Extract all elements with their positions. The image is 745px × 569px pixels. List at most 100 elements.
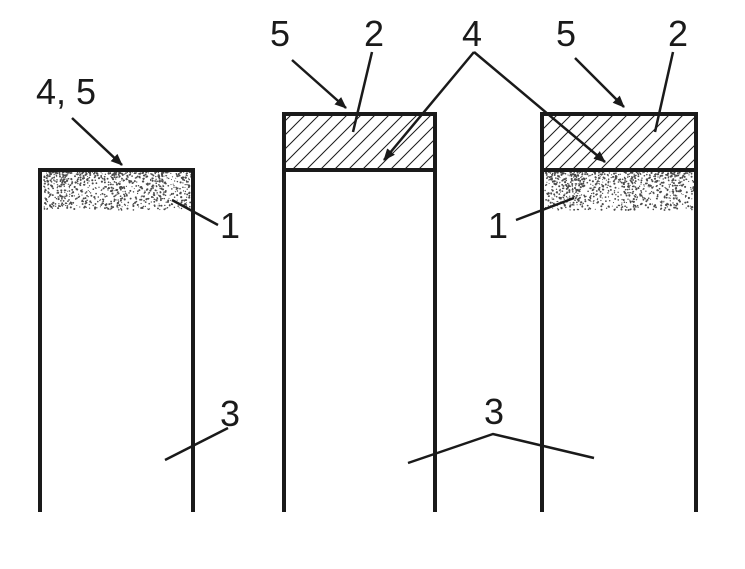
stipple-dot: [47, 175, 49, 177]
stipple-dot: [59, 205, 62, 208]
stipple-dot: [159, 188, 161, 190]
stipple-dot: [148, 191, 151, 194]
stipple-dot: [682, 193, 684, 196]
stipple-dot: [70, 203, 73, 206]
stipple-dot: [142, 180, 145, 183]
stipple-dot: [672, 192, 674, 194]
stipple-dot: [47, 191, 50, 194]
stipple-dot: [176, 187, 179, 190]
stipple-dot: [56, 178, 58, 181]
stipple-dot: [157, 198, 159, 200]
stipple-dot: [158, 184, 160, 186]
stipple-dot: [553, 193, 556, 196]
stipple-dot: [114, 194, 117, 197]
stipple-dot: [181, 199, 183, 202]
stipple-dot: [579, 183, 582, 185]
right-five-arrow: [574, 57, 625, 108]
stipple-dot: [157, 205, 159, 207]
stipple-dot: [188, 192, 190, 195]
stipple-dot: [173, 196, 176, 198]
stipple-dot: [561, 179, 563, 182]
stipple-dot: [592, 200, 594, 203]
stipple-dot: [569, 202, 571, 204]
stipple-dot: [100, 175, 103, 177]
stipple-dot: [100, 180, 103, 183]
stipple-dot: [100, 194, 102, 196]
stipple-dot: [44, 202, 47, 205]
stipple-dot: [590, 183, 592, 185]
middle-column: [282, 112, 437, 512]
stipple-dot: [141, 206, 143, 208]
stipple-dot: [113, 174, 116, 177]
stipple-dot: [53, 174, 55, 176]
stipple-dot: [77, 196, 79, 198]
stipple-dot: [678, 190, 682, 193]
left-column: [38, 168, 195, 512]
stipple-dot: [68, 185, 71, 188]
stipple-dot: [549, 172, 552, 174]
stipple-dot: [625, 188, 627, 191]
stipple-dot: [59, 178, 61, 181]
stipple-dot: [188, 178, 191, 181]
stipple-dot: [48, 196, 50, 198]
stipple-dot: [67, 200, 69, 203]
stipple-dot: [52, 187, 55, 190]
stipple-dot: [97, 196, 100, 198]
stipple-dot: [66, 206, 69, 209]
stipple-dot: [614, 178, 617, 180]
stipple-dot: [126, 207, 129, 210]
stipple-dot: [63, 185, 65, 187]
stipple-dot: [560, 190, 562, 192]
stipple-dot: [60, 189, 63, 192]
stipple-dot: [100, 189, 102, 192]
stipple-dot: [138, 206, 140, 208]
stipple-dot: [142, 195, 145, 198]
middle-column-outline: [282, 112, 437, 512]
stipple-dot: [61, 181, 64, 184]
stipple-dot: [165, 201, 167, 203]
stipple-dot: [60, 179, 63, 181]
stipple-dot: [176, 175, 179, 178]
stipple-dot: [632, 185, 635, 188]
stipple-dot: [161, 197, 164, 200]
stipple-dot: [164, 194, 167, 197]
stipple-dot: [630, 192, 632, 193]
stipple-dot: [186, 196, 188, 198]
stipple-dot: [51, 203, 54, 206]
stipple-dot: [111, 174, 114, 176]
stipple-dot: [113, 172, 116, 175]
stipple-dot: [565, 177, 567, 180]
stipple-dot: [683, 172, 686, 175]
stipple-dot: [188, 196, 191, 199]
stipple-dot: [621, 185, 624, 188]
stipple-dot: [43, 206, 45, 208]
stipple-dot: [116, 204, 119, 207]
stipple-dot: [669, 195, 671, 197]
stipple-dot: [674, 197, 676, 199]
stipple-dot: [564, 181, 567, 184]
stipple-dot: [163, 197, 166, 200]
stipple-dot: [61, 205, 64, 207]
stipple-dot: [99, 200, 101, 202]
stipple-dot: [127, 201, 130, 204]
stipple-dot: [613, 182, 616, 185]
stipple-dot: [592, 187, 594, 189]
stipple-dot: [86, 176, 88, 177]
stipple-dot: [557, 208, 560, 211]
stipple-dot: [156, 191, 158, 194]
stipple-dot: [620, 194, 622, 196]
stipple-dot: [595, 193, 598, 196]
stipple-dot: [627, 209, 630, 211]
stipple-dot: [51, 186, 53, 188]
stipple-dot: [158, 177, 161, 180]
stipple-dot: [188, 194, 191, 197]
stipple-dot: [70, 177, 73, 181]
stipple-dot: [102, 200, 105, 202]
stipple-dot: [592, 195, 595, 198]
stipple-dot: [64, 202, 67, 204]
stipple-dot: [594, 172, 597, 175]
stipple-dot: [551, 172, 554, 175]
stipple-dot: [92, 204, 94, 207]
stipple-dot: [82, 197, 85, 200]
stipple-dot: [115, 176, 118, 179]
